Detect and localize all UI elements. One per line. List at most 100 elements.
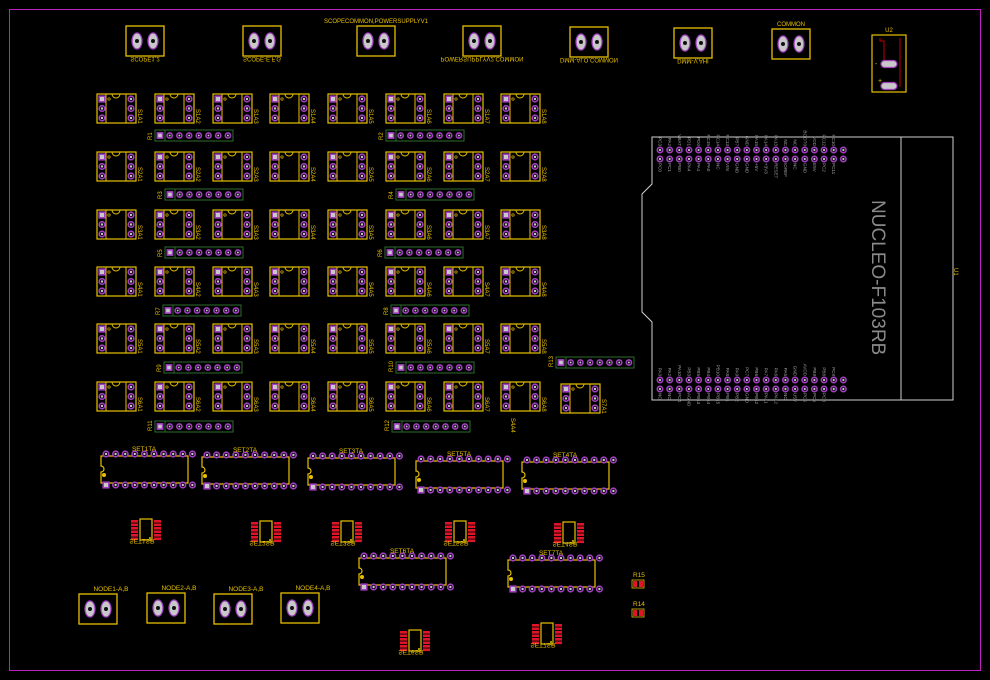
switch-s4a4[interactable]: S4A4 [269, 266, 515, 433]
switch-s7a1[interactable]: S7A1 [560, 383, 606, 414]
switch-s4a3[interactable]: S4A3 [212, 266, 258, 297]
terminal-block-2[interactable]: SCOPE-E,F,G [242, 25, 282, 61]
switch-s4a8[interactable]: S4A8 [500, 266, 546, 297]
resistor-network-r13[interactable]: R13 [549, 355, 635, 369]
switch-s3a5[interactable]: S3A5 [327, 209, 373, 240]
dip-ic-set2ta[interactable]: SET2TA [201, 447, 298, 490]
switch-s5a3[interactable]: S5A3 [212, 323, 258, 354]
switch-s5a8[interactable]: S5A8 [500, 323, 546, 354]
switch-s1a1[interactable]: S1A1 [96, 93, 142, 124]
resistor-network-r1[interactable]: R1 [148, 129, 234, 142]
terminal-block-4[interactable]: POWERSUPPLYV2,COMMON [441, 25, 524, 61]
switch-s3a7[interactable]: S3A7 [443, 209, 489, 240]
switch-s6a8[interactable]: S6A8 [500, 381, 546, 412]
switch-s4a6[interactable]: S4A6 [385, 266, 431, 297]
resistor-network-r6[interactable]: R6 [378, 246, 464, 259]
switch-s6a2[interactable]: S6A2 [154, 381, 200, 412]
switch-s1a2[interactable]: S1A2 [154, 93, 200, 124]
smd-ic-set2sr[interactable]: SET2SR [249, 520, 281, 546]
resistor-network-r12[interactable]: R12 [385, 419, 471, 433]
switch-s6a1[interactable]: S6A1 [96, 381, 142, 412]
terminal-block-5[interactable]: DMM-ALO,COMMON [560, 26, 618, 62]
switch-s2a6[interactable]: S2A6 [385, 151, 431, 182]
pin-label: PA9 [735, 368, 740, 377]
terminal-block-6[interactable]: DMM-V,AHI [673, 27, 713, 63]
switch-s6a7[interactable]: S6A7 [443, 381, 489, 412]
switch-s2a7[interactable]: S2A7 [443, 151, 489, 182]
switch-s5a2[interactable]: S5A2 [154, 323, 200, 354]
dip-ic-set3ta[interactable]: SET3TA [307, 448, 404, 491]
switch-s1a7[interactable]: S1A7 [443, 93, 489, 124]
switch-s3a3[interactable]: S3A3 [212, 209, 258, 240]
switch-s2a2[interactable]: S2A2 [154, 151, 200, 182]
dip-ic-set4ta[interactable]: SET4TA [521, 452, 618, 495]
switch-s5a7[interactable]: S5A7 [443, 323, 489, 354]
smd-pad [332, 525, 339, 529]
switch-s5a6[interactable]: S5A6 [385, 323, 431, 354]
switch-s4a7[interactable]: S4A7 [443, 266, 489, 297]
switch-s3a1[interactable]: S3A1 [96, 209, 142, 240]
smd-pad [154, 527, 161, 530]
switch-s1a6[interactable]: S1A6 [385, 93, 431, 124]
switch-s2a4[interactable]: S2A4 [269, 151, 315, 182]
resistor-network-r3[interactable]: R3 [158, 188, 244, 201]
switch-s4a2[interactable]: S4A2 [154, 266, 200, 297]
switch-s1a3[interactable]: S1A3 [212, 93, 258, 124]
switch-s5a5[interactable]: S5A5 [327, 323, 373, 354]
dip-ic-set5ta[interactable]: SET5TA [415, 451, 512, 494]
smd-ic-set4sr[interactable]: SET4SR [552, 521, 584, 547]
resistor-network-r11[interactable]: R11 [148, 420, 234, 433]
node-terminal-4[interactable]: NODE4-A,B [280, 585, 331, 624]
smd-ic-set3sr[interactable]: SET3SR [330, 520, 362, 546]
resistor-network-r10[interactable]: R10 [389, 360, 475, 374]
smd-ic-set1sr[interactable]: SET1SR [129, 518, 161, 544]
switch-s2a1[interactable]: S2A1 [96, 151, 142, 182]
resistor-r15[interactable]: R15 [631, 572, 645, 589]
switch-s2a8[interactable]: S2A8 [500, 151, 546, 182]
resistor-network-r2[interactable]: R2 [379, 129, 465, 142]
switch-s4a1[interactable]: S4A1 [96, 266, 142, 297]
switch-s5a1[interactable]: S5A1 [96, 323, 142, 354]
pin-label: PA4 [686, 163, 691, 172]
terminal-block-7[interactable]: COMMON [771, 22, 811, 60]
resistor-network-r8[interactable]: R8 [384, 304, 470, 317]
switch-s6a5[interactable]: S6A5 [327, 381, 373, 412]
switch-s1a4[interactable]: S1A4 [269, 93, 315, 124]
switch-s6a6[interactable]: S6A6 [385, 381, 431, 412]
node-terminal-3[interactable]: NODE3-A,B [213, 586, 264, 625]
resistor-network-r7[interactable]: R7 [156, 304, 242, 317]
switch-s4a5[interactable]: S4A5 [327, 266, 373, 297]
resistor-network-r4[interactable]: R4 [389, 188, 475, 201]
switch-s6a3[interactable]: S6A3 [212, 381, 258, 412]
pad-hole [521, 556, 524, 560]
pad-hole [245, 327, 249, 331]
switch-s6a4[interactable]: S6A4 [269, 381, 315, 412]
pad-hole [187, 165, 191, 168]
node-terminal-1[interactable]: NODE1-A,B [78, 586, 129, 625]
resistor-network-r5[interactable]: R5 [158, 246, 244, 259]
dip-ic-set7ta[interactable]: SET7TA [507, 550, 604, 593]
resistor-r14[interactable]: R14 [631, 601, 645, 618]
smd-ic-set5sr[interactable]: SET5SR [443, 520, 475, 546]
switch-s2a3[interactable]: S2A3 [212, 151, 258, 182]
switch-s1a5[interactable]: S1A5 [327, 93, 373, 124]
switch-s2a5[interactable]: S2A5 [327, 151, 373, 182]
terminal-block-1[interactable]: SCOPE1,2 [125, 25, 165, 61]
terminal-block-3[interactable]: SCOPECOMMON,POWERSUPPLYV1 [324, 19, 429, 57]
dip-ic-set6ta[interactable]: SET6TA [358, 548, 455, 591]
pad-hole [429, 457, 432, 461]
switch-s3a8[interactable]: S3A8 [500, 209, 546, 240]
smd-ic-set6sr[interactable]: SET6SR [398, 629, 430, 655]
switch-s5a4[interactable]: S5A4 [269, 323, 315, 354]
dip-ic-set1ta[interactable]: SET1TA [100, 446, 196, 489]
switch-s3a2[interactable]: S3A2 [154, 209, 200, 240]
resistor-network-r9[interactable]: R9 [157, 361, 243, 374]
switch-s1a8[interactable]: S1A8 [500, 93, 546, 124]
switch-s3a4[interactable]: S3A4 [269, 209, 315, 240]
switch-s3a6[interactable]: S3A6 [385, 209, 431, 240]
smd-ic-set7sr[interactable]: SET7SR [530, 622, 562, 648]
node-terminal-2[interactable]: NODE2-A,B [146, 585, 197, 624]
u2-battery-holder[interactable]: U2-+ [871, 28, 907, 93]
